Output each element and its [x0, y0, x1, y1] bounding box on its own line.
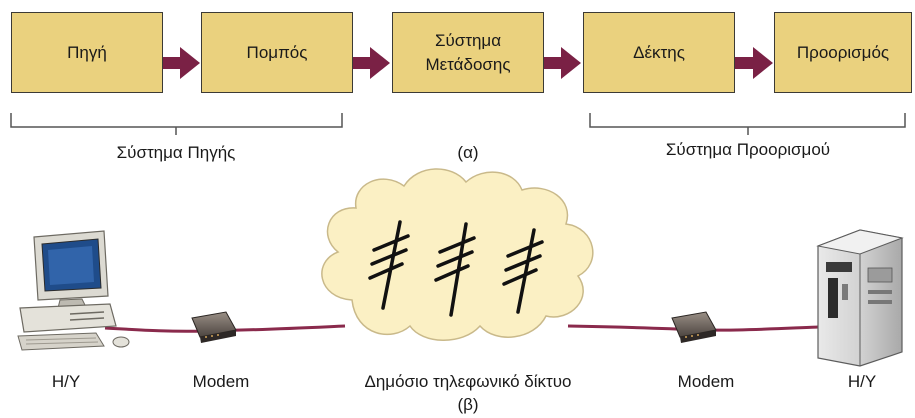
block-transmission-system-label: Σύστημα Μετάδοσης — [425, 30, 511, 74]
block-transmitter: Πομπός — [201, 12, 353, 93]
block-transmitter-label: Πομπός — [246, 42, 308, 62]
computer-left-label: Η/Υ — [51, 372, 81, 391]
arrow-transmitter-to-channel — [352, 47, 390, 79]
telephone-pole-icon — [434, 222, 476, 317]
desktop-computer-icon — [17, 230, 130, 351]
computer-right-label: Η/Υ — [847, 372, 877, 391]
caption-a: (α) — [457, 143, 479, 162]
block-source: Πηγή — [11, 12, 163, 93]
block-source-label: Πηγή — [67, 42, 107, 62]
block-destination: Προορισμός — [774, 12, 912, 93]
arrow-channel-to-receiver — [543, 47, 581, 79]
block-destination-label: Προορισμός — [796, 42, 890, 62]
network-label: Δημόσιο τηλεφωνικό δίκτυο — [364, 372, 572, 391]
arrow-receiver-to-destination — [735, 47, 773, 79]
bracket-source-system — [10, 113, 343, 135]
cloud-icon — [321, 168, 594, 341]
server-cabinet-icon — [816, 229, 904, 367]
arrow-source-to-transmitter — [162, 47, 200, 79]
telephone-pole-icon — [368, 220, 410, 310]
modem-icon — [671, 311, 717, 343]
modem-icon — [191, 311, 237, 343]
block-transmission-system: Σύστημα Μετάδοσης — [392, 12, 544, 93]
bracket-destination-system — [589, 113, 906, 135]
modem-right-label: Modem — [677, 372, 735, 391]
telephone-pole-icon — [502, 228, 544, 314]
block-receiver: Δέκτης — [583, 12, 735, 93]
modem-left-label: Modem — [192, 372, 250, 391]
caption-b: (β) — [457, 395, 479, 414]
block-receiver-label: Δέκτης — [633, 42, 685, 62]
destination-system-label: Σύστημα Προορισμού — [665, 140, 831, 159]
source-system-label: Σύστημα Πηγής — [116, 143, 236, 162]
